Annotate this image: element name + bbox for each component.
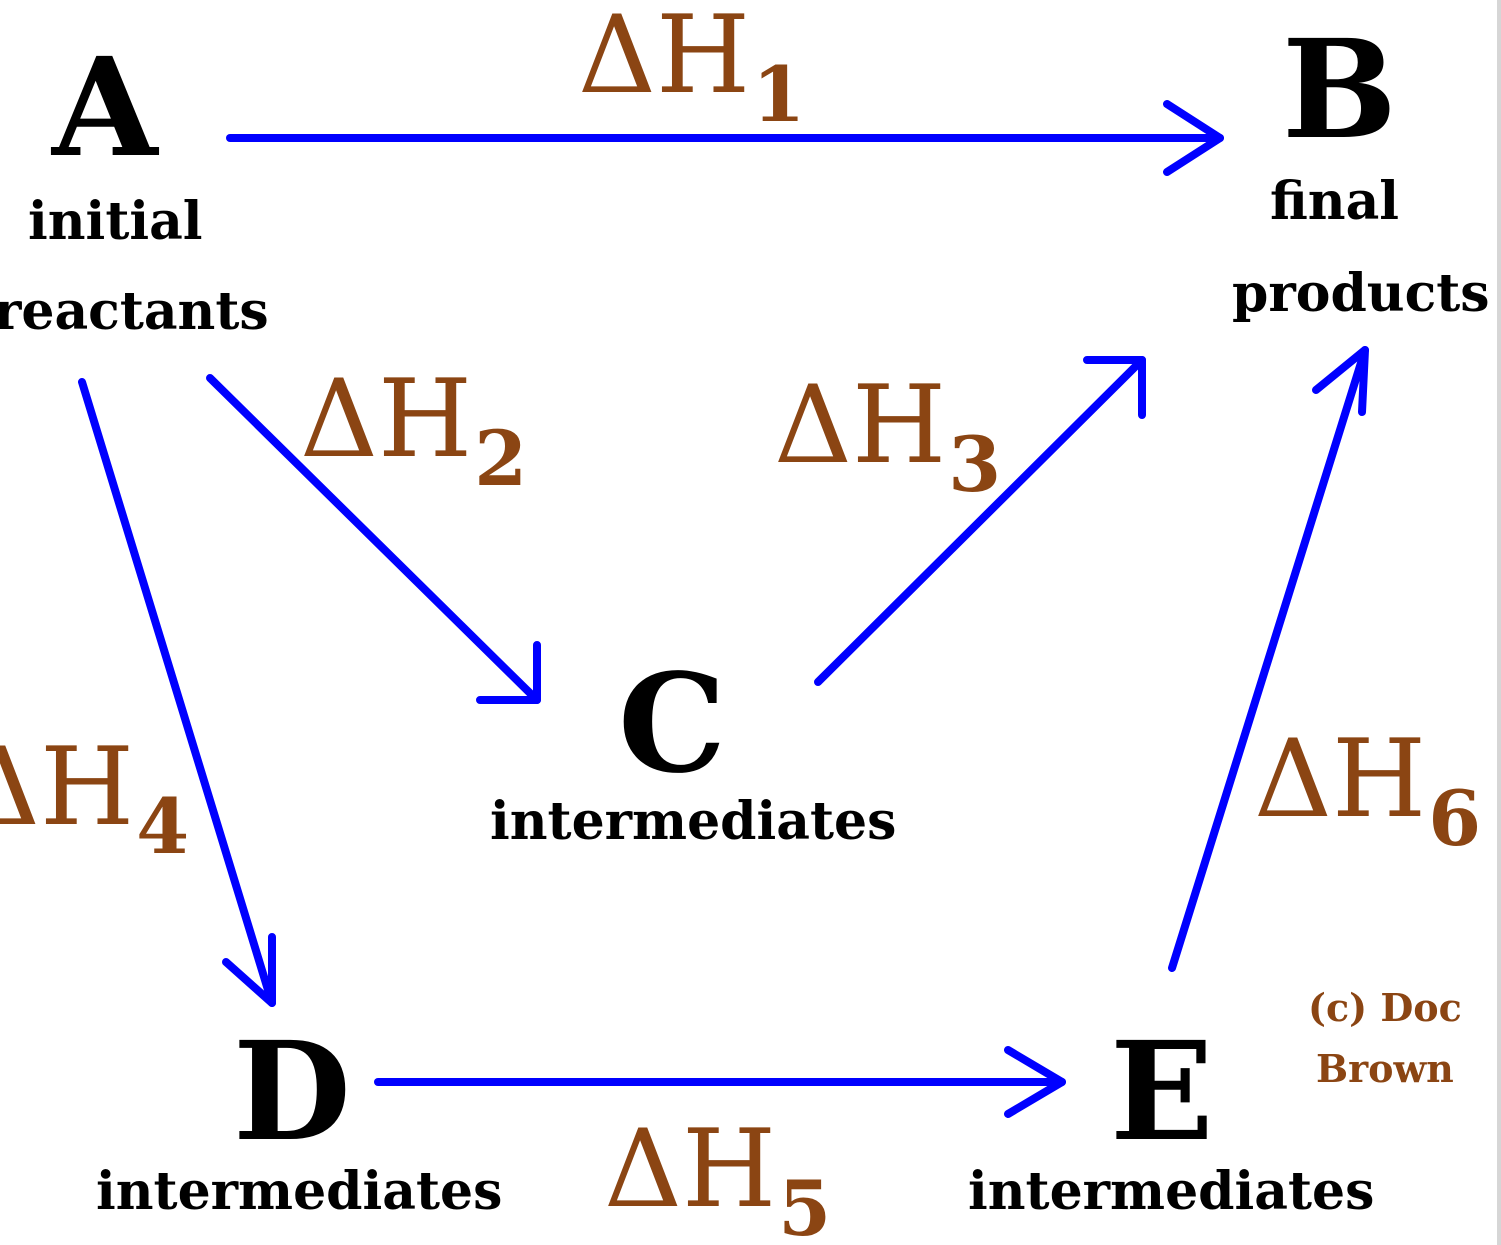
delta-h5-subscript: 5 (778, 1163, 832, 1245)
delta-h1-subscript: 1 (752, 49, 806, 139)
node-b-letter: B (1282, 10, 1397, 170)
delta-h5-label: ΔH5 (604, 1116, 831, 1245)
delta-h6-subscript: 6 (1428, 773, 1482, 863)
arrow-e-to-b (1168, 346, 1369, 972)
arrow-d-to-e (374, 1046, 1066, 1118)
node-e-letter: E (1110, 1012, 1214, 1172)
delta-h1-symbol: ΔH (578, 0, 751, 118)
node-c-label: intermediates (490, 791, 897, 852)
delta-h1-label: ΔH1 (578, 2, 805, 133)
delta-h2-symbol: ΔH (300, 357, 473, 482)
node-e-label: intermediates (968, 1161, 1375, 1222)
delta-h4-label: ΔH4 (0, 734, 189, 865)
node-a-label-line2: reactants (0, 281, 269, 342)
arrow-a-to-b (226, 100, 1224, 176)
arrow-a-to-c (206, 374, 541, 704)
arrow-a-to-d (78, 378, 276, 1007)
node-a-letter: A (52, 28, 158, 188)
delta-h6-label: ΔH6 (1254, 726, 1481, 857)
node-d-label: intermediates (96, 1161, 503, 1222)
delta-h2-subscript: 2 (474, 413, 528, 503)
credit-line2: Brown (1315, 1045, 1454, 1091)
node-a-label-line1: initial (28, 191, 203, 252)
delta-h4-symbol: ΔH (0, 725, 135, 850)
copyright-credit: (c) Doc Brown (1308, 978, 1462, 1100)
delta-h6-symbol: ΔH (1254, 717, 1427, 842)
node-b-label-line2: products (1232, 263, 1490, 324)
node-b-label-line1: final (1270, 171, 1400, 232)
delta-h3-symbol: ΔH (774, 363, 947, 488)
node-d-letter: D (233, 1012, 351, 1172)
arrow-c-to-b (814, 356, 1146, 686)
delta-h2-label: ΔH2 (300, 366, 527, 497)
delta-h3-label: ΔH3 (774, 372, 1001, 503)
delta-h4-subscript: 4 (136, 781, 190, 871)
delta-h3-subscript: 3 (948, 419, 1002, 509)
delta-h5-symbol: ΔH (604, 1107, 777, 1232)
credit-line1: (c) Doc (1308, 985, 1462, 1030)
node-c-letter: C (618, 644, 727, 804)
arrow-group (78, 100, 1369, 1118)
